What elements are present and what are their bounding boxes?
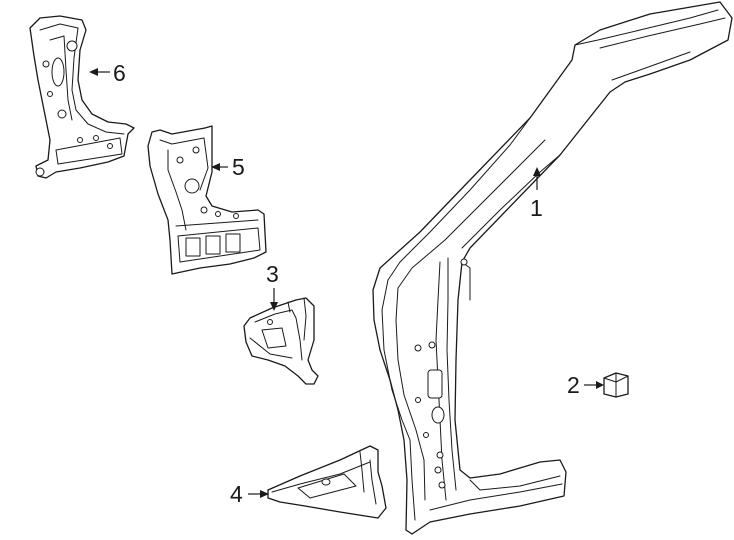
- callout-1-label: 1: [530, 195, 543, 221]
- callout-5-label: 5: [232, 154, 245, 180]
- callout-5: 5: [211, 154, 245, 180]
- callout-3: 3: [266, 261, 279, 311]
- callout-4-label: 4: [230, 481, 243, 507]
- part-6-inner-panel[interactable]: [29, 15, 135, 179]
- part-1-hinge-pillar[interactable]: [372, 1, 733, 535]
- part-5-reinforcement[interactable]: [147, 125, 267, 275]
- callout-6-label: 6: [113, 60, 126, 86]
- callout-6: 6: [89, 60, 126, 86]
- callout-4: 4: [230, 481, 269, 507]
- part-2-clip[interactable]: [603, 372, 629, 398]
- callout-2-label: 2: [567, 372, 580, 398]
- callout-2: 2: [567, 372, 604, 398]
- part-4-gusset[interactable]: [267, 445, 387, 519]
- callout-3-label: 3: [266, 261, 279, 287]
- part-3-bracket[interactable]: [243, 297, 319, 385]
- callout-1: 1: [530, 167, 543, 221]
